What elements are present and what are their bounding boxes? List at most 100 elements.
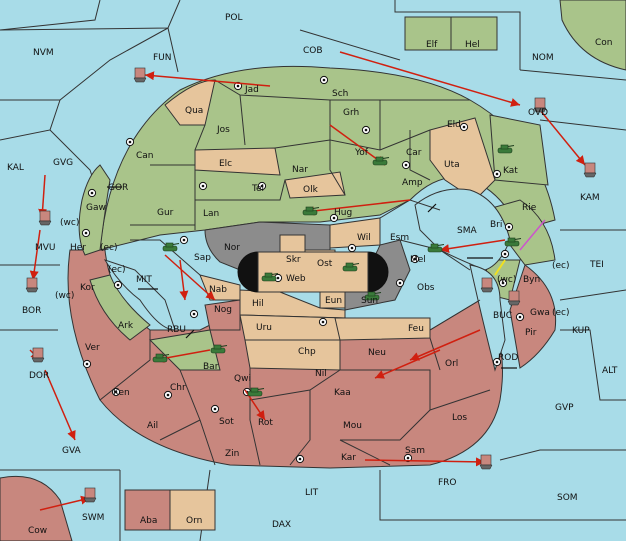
label-ec-3: (ec) xyxy=(108,265,126,275)
province-cow[interactable] xyxy=(0,475,73,541)
label-kaa: Kaa xyxy=(334,388,351,398)
label-nab: Nab xyxy=(209,285,227,295)
province-pir[interactable] xyxy=(509,264,557,369)
label-sot: Sot xyxy=(219,417,234,427)
province-chp[interactable] xyxy=(244,339,341,371)
label-chp: Chp xyxy=(298,347,316,357)
label-pir: Pir xyxy=(525,328,537,338)
label-hel: Hel xyxy=(465,40,480,50)
province-elc[interactable] xyxy=(194,147,281,176)
label-sap: Sap xyxy=(194,253,211,263)
label-ec-1: (ec) xyxy=(100,243,118,253)
label-eld: Eld xyxy=(447,120,461,130)
label-ken: Ken xyxy=(113,388,130,398)
label-orl: Orl xyxy=(445,359,458,369)
province-labels: POL NVM FUN COB NOM Con Elf Hel Jad Sch … xyxy=(7,13,618,536)
support-arrow-purple xyxy=(519,219,546,251)
label-bri: Bri xyxy=(490,220,502,230)
label-mel: Mel xyxy=(410,255,426,265)
province-qua[interactable] xyxy=(164,79,216,126)
label-car: Car xyxy=(406,148,422,158)
sea-mit[interactable] xyxy=(103,259,176,331)
label-wc-3: (wc) xyxy=(55,291,74,301)
label-tel: Tel xyxy=(251,184,264,194)
label-bor: BOR xyxy=(22,306,41,316)
label-lan: Lan xyxy=(203,209,219,219)
label-can: Can xyxy=(136,151,154,161)
label-gva: GVA xyxy=(62,446,82,456)
province-hel[interactable] xyxy=(450,16,498,51)
label-kup: KUP xyxy=(572,326,590,336)
label-nom: NOM xyxy=(532,53,554,63)
label-elf: Elf xyxy=(426,40,438,50)
hold-marker-yellow xyxy=(494,259,506,276)
label-eun: Eun xyxy=(325,296,342,306)
label-gor: GOR xyxy=(108,183,128,193)
label-lit: LIT xyxy=(305,488,319,498)
label-grh: Grh xyxy=(343,108,359,118)
province-aba[interactable] xyxy=(124,489,171,531)
label-mou: Mou xyxy=(343,421,362,431)
label-ovd: OVD xyxy=(528,108,548,118)
label-web: Web xyxy=(286,274,306,284)
label-chr: Chr xyxy=(170,383,186,393)
label-esm: Esm xyxy=(390,233,409,243)
label-rod: ROD xyxy=(498,353,518,363)
province-kat[interactable] xyxy=(489,114,549,186)
label-los: Los xyxy=(452,413,467,423)
label-ec-2: (ec) xyxy=(552,261,570,271)
label-jos: Jos xyxy=(216,125,230,135)
label-ec-4: (ec) xyxy=(552,308,570,318)
province-orn[interactable] xyxy=(169,489,216,531)
label-gur: Gur xyxy=(157,208,174,218)
label-uru: Uru xyxy=(256,323,272,333)
label-rbu: RBU xyxy=(167,325,186,335)
label-pol: POL xyxy=(225,13,243,23)
label-kam: KAM xyxy=(580,193,600,203)
province-nor[interactable] xyxy=(204,221,331,271)
label-kal: KAL xyxy=(7,163,24,173)
label-tei: TEI xyxy=(589,260,604,270)
label-dor: DOR xyxy=(29,371,49,381)
label-jad: Jad xyxy=(244,85,259,95)
label-skr: Skr xyxy=(286,255,301,265)
label-yof: Yof xyxy=(354,148,369,158)
label-neu: Neu xyxy=(368,348,386,358)
label-dax: DAX xyxy=(272,520,291,530)
label-som: SOM xyxy=(557,493,578,503)
label-hug: Hug xyxy=(334,208,352,218)
label-kor: Kor xyxy=(80,283,95,293)
label-con: Con xyxy=(595,38,613,48)
label-hil: Hil xyxy=(252,299,264,309)
label-feu: Feu xyxy=(408,324,424,334)
label-sam: Sam xyxy=(405,446,425,456)
label-ark: Ark xyxy=(118,321,134,331)
label-obs: Obs xyxy=(417,283,435,293)
province-center[interactable] xyxy=(257,251,369,293)
label-mit: MIT xyxy=(136,275,152,285)
label-nor: Nor xyxy=(224,243,240,253)
label-uta: Uta xyxy=(444,160,460,170)
label-wil: Wil xyxy=(357,233,371,243)
label-mvu: MVU xyxy=(35,243,56,253)
label-gvg: GVG xyxy=(53,158,73,168)
province-borders xyxy=(99,79,491,466)
label-cow: Cow xyxy=(28,526,47,536)
label-orn: Orn xyxy=(186,516,202,526)
label-gwa: Gwa xyxy=(530,308,550,318)
label-rot: Rot xyxy=(258,418,273,428)
label-olk: Olk xyxy=(303,185,319,195)
label-gvp: GVP xyxy=(555,403,574,413)
label-bar: Bar xyxy=(203,362,219,372)
label-her: Her xyxy=(70,243,86,253)
connector-arrows xyxy=(107,186,517,369)
label-swm: SWM xyxy=(82,513,104,523)
province-rie[interactable] xyxy=(484,199,556,266)
label-ost: Ost xyxy=(317,259,333,269)
province-elf[interactable] xyxy=(404,16,452,51)
sea-buc[interactable] xyxy=(469,264,506,372)
label-alt: ALT xyxy=(602,366,618,376)
label-sch: Sch xyxy=(332,89,348,99)
label-gaw: Gaw xyxy=(86,203,106,213)
